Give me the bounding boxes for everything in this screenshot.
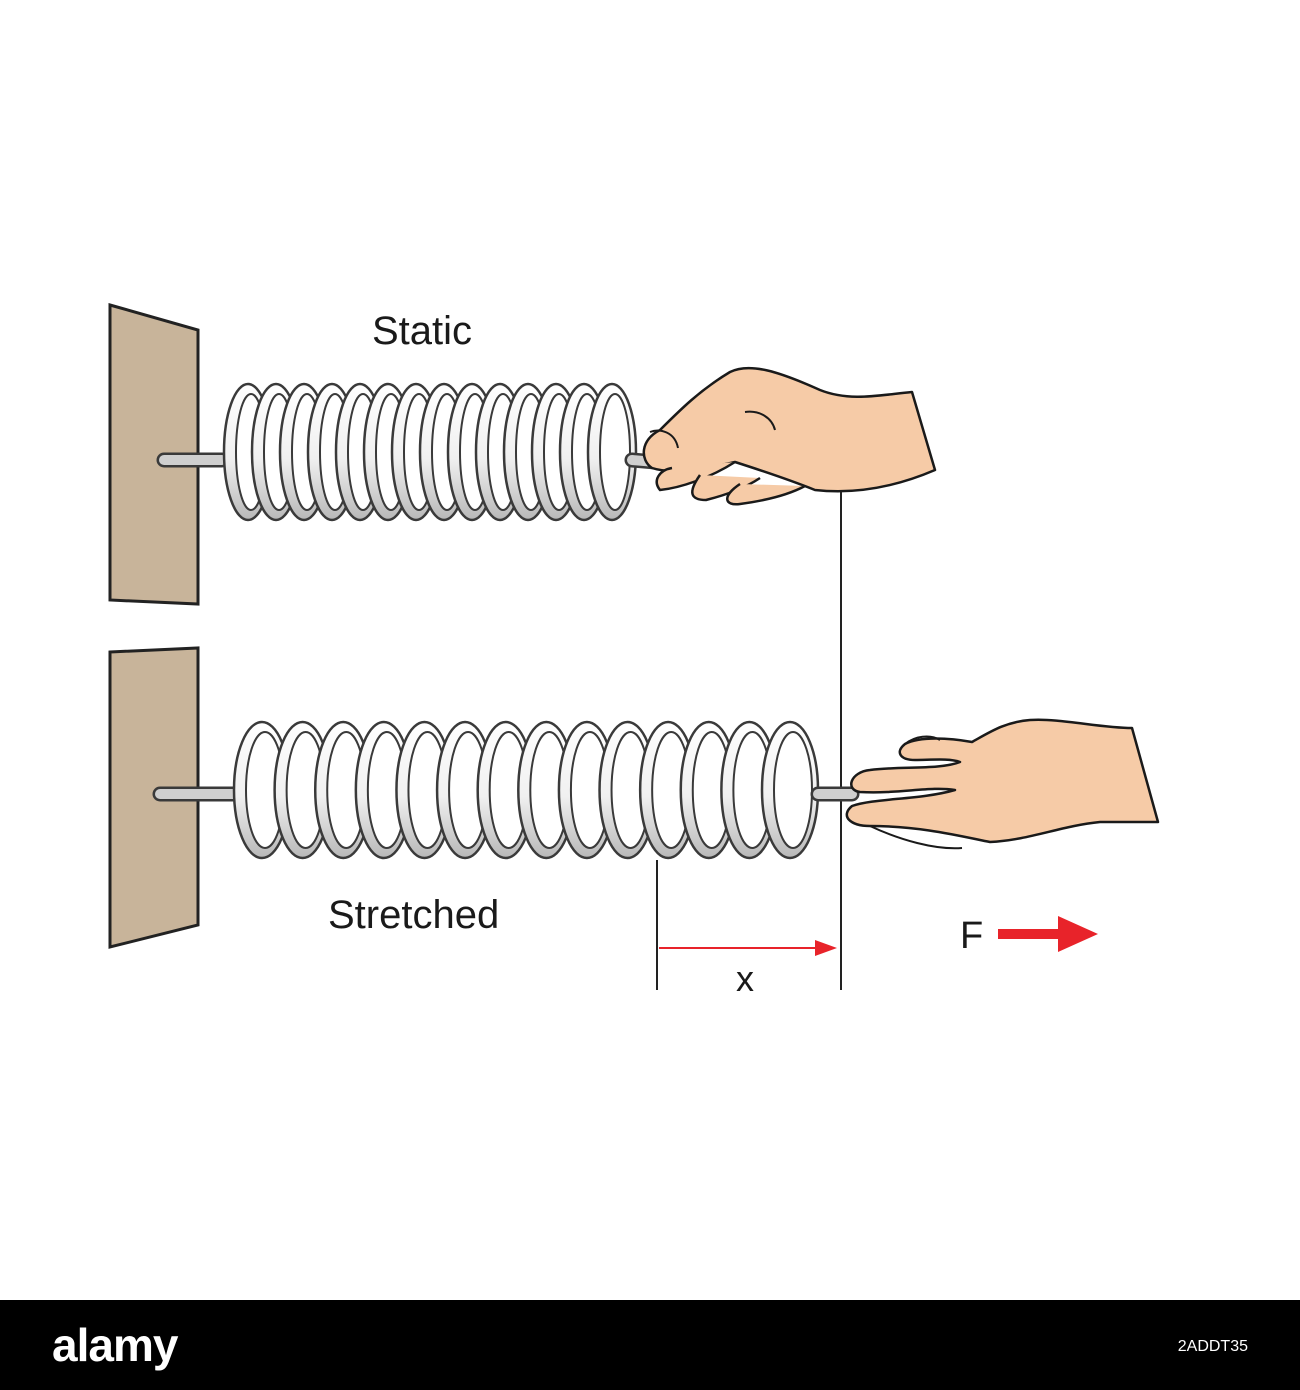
- image-id: 2ADDT35: [1177, 1338, 1248, 1355]
- alamy-logo: alamy: [52, 1319, 178, 1371]
- stretched-label: Stretched: [328, 893, 499, 937]
- force-label: F: [960, 915, 983, 957]
- spring-icon: [156, 382, 698, 522]
- spring-icon: [152, 720, 860, 860]
- hand-top: [642, 366, 937, 506]
- arrow-right-icon: [1058, 916, 1098, 952]
- hand-icon: [845, 718, 1160, 850]
- displacement-label: x: [736, 958, 754, 999]
- hand-icon: [642, 366, 937, 506]
- displacement-arrow: [659, 940, 837, 956]
- arrow-right-icon: [815, 940, 837, 956]
- coil-turn-inner: [773, 731, 813, 849]
- footer-bar: alamy 2ADDT35: [0, 1300, 1300, 1390]
- hand-bottom: [845, 718, 1160, 850]
- spring-diagram: Static Stretched x F: [108, 303, 1160, 999]
- stretched-spring: [152, 720, 860, 860]
- static-label: Static: [372, 309, 472, 353]
- coil-turn-inner: [599, 393, 631, 511]
- force-arrow: [998, 916, 1098, 952]
- wall-icon: [108, 303, 200, 606]
- static-spring: [156, 382, 698, 522]
- wall-top: [108, 303, 200, 606]
